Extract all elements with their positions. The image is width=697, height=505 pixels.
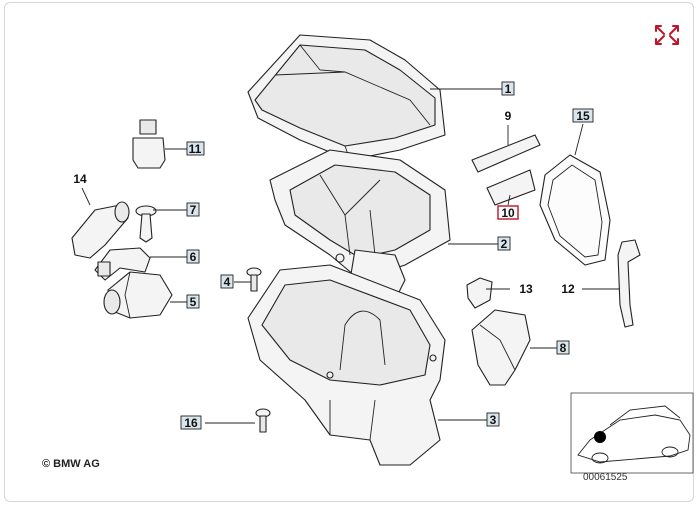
callout-16: 16 [180,415,202,430]
svg-text:14: 14 [73,172,87,186]
svg-text:4: 4 [224,275,231,289]
callout-5: 5 [186,294,200,309]
svg-text:3: 3 [490,413,497,427]
leader-lines [81,88,620,424]
callout-8: 8 [556,340,570,355]
callout-4: 4 [220,274,234,289]
svg-text:8: 8 [560,341,567,355]
svg-text:2: 2 [501,237,508,251]
callout-1: 1 [501,81,515,96]
part-7-clip [135,205,157,243]
callout-10: 10 [497,205,519,220]
part-8-intake [471,309,531,386]
callout-3: 3 [486,412,500,427]
part-16-screw [255,408,271,433]
copyright-text: © BMW AG [42,458,100,470]
svg-text:10: 10 [501,206,515,220]
part-4-screw [246,267,262,292]
svg-text:1: 1 [505,82,512,96]
callout-9: 9 [505,109,512,123]
svg-text:12: 12 [561,282,575,296]
callout-13: 13 [519,282,533,296]
part-15-gasket [539,154,611,266]
expand-arrows-icon[interactable] [655,25,679,45]
part-14-hose [71,201,130,259]
part-13-cap [466,277,493,309]
svg-text:15: 15 [576,109,590,123]
callout-11: 11 [186,141,205,156]
part-11-plug [132,119,166,169]
svg-text:16: 16 [184,416,198,430]
part-5-muffler [103,271,173,319]
part-10-holder [486,169,536,206]
vehicle-thumbnail [570,392,694,474]
callout-15: 15 [572,108,594,123]
part-3-lower-housing [247,264,446,466]
callout-6: 6 [186,249,200,264]
part-1-cover [247,34,446,161]
callout-12: 12 [561,282,575,296]
part-9-strip [471,134,541,173]
callout-7: 7 [186,202,200,217]
svg-text:7: 7 [190,203,197,217]
svg-text:11: 11 [189,142,202,156]
svg-text:5: 5 [190,295,197,309]
callout-14: 14 [73,172,87,186]
part-12-cable-bracket [617,239,641,328]
svg-text:9: 9 [505,109,512,123]
part-6-bracket [94,247,151,281]
svg-text:13: 13 [519,282,533,296]
svg-text:6: 6 [190,250,197,264]
callout-2: 2 [497,236,511,251]
diagram-id: 00061525 [583,472,628,483]
